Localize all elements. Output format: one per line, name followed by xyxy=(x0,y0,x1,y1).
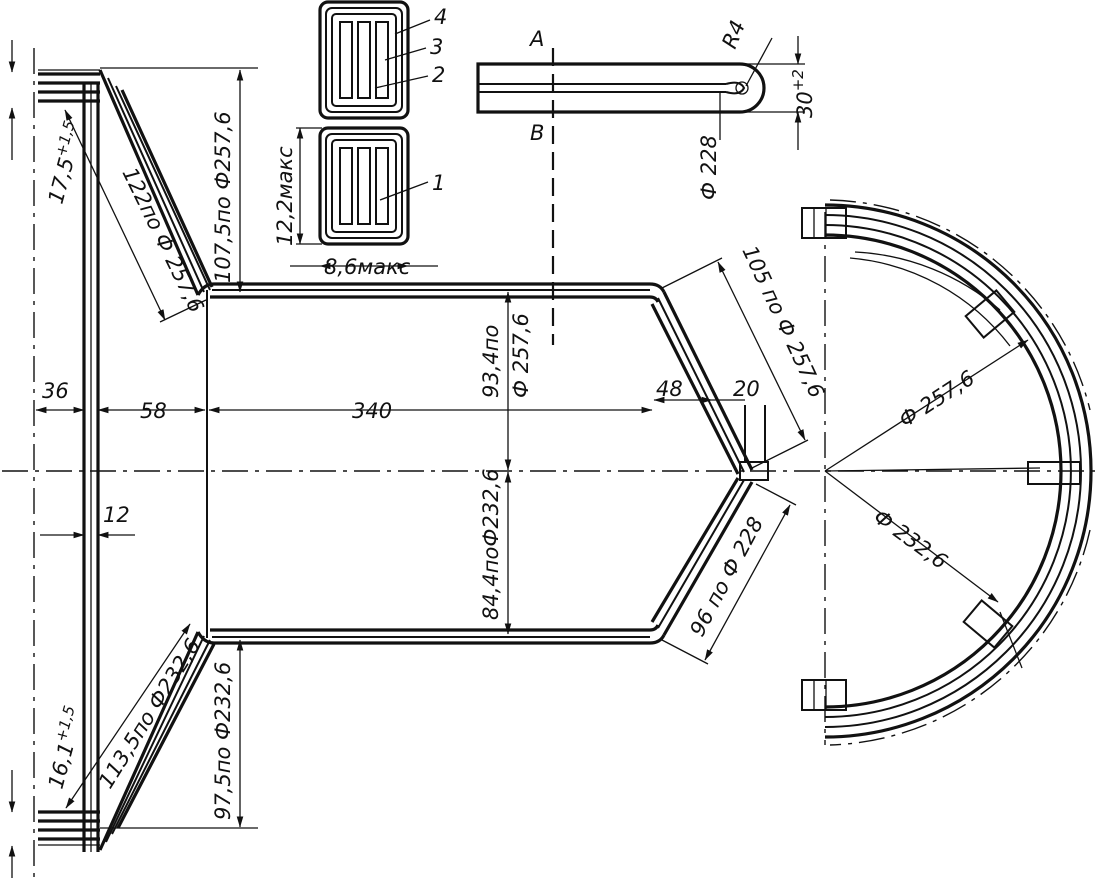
dim-inner-lower: 84,4поФ232,6 xyxy=(479,468,503,620)
dim-58: 58 xyxy=(140,399,167,423)
upper-left-slant xyxy=(98,69,214,296)
part-4: 4 xyxy=(434,5,447,29)
dim-lower-vertical: 97,5по Ф232,6 xyxy=(211,662,235,820)
part-1: 1 xyxy=(432,171,445,195)
dim-tol-bottom: 16,1+1,5 xyxy=(40,704,89,792)
dim-12: 12 xyxy=(103,503,130,527)
dim-inner-upper: 93,4по xyxy=(479,325,503,398)
section-label-a: А xyxy=(528,27,544,51)
dim-arc-inner: Ф 232,6 xyxy=(869,505,952,574)
dim-20: 20 xyxy=(733,377,760,401)
center-axes xyxy=(2,48,1098,880)
dim-tol-top: 17,5+1,5 xyxy=(40,119,89,207)
inset-width: 8,6макс xyxy=(324,255,411,279)
bottom-lead-strands xyxy=(38,810,100,846)
dim-340: 340 xyxy=(352,399,392,423)
dim-radius-r4: R4 xyxy=(717,17,750,52)
dim-arc-outer: Ф 257,6 xyxy=(895,366,979,432)
dim-phi-228: Ф 228 xyxy=(697,135,721,200)
cross-section-inset xyxy=(290,0,438,270)
inset-height: 12,2макс xyxy=(273,146,297,246)
top-straight-bar xyxy=(196,282,666,303)
dim-inner-upper-sub: Ф 257,6 xyxy=(509,313,533,398)
section-label-b: В xyxy=(530,121,544,145)
dim-48: 48 xyxy=(656,377,683,401)
bottom-straight-bar xyxy=(196,624,666,645)
part-2: 2 xyxy=(432,63,445,87)
section-view-ab xyxy=(476,36,805,150)
dim-gap-30: 30+2 xyxy=(789,69,817,118)
dim-36: 36 xyxy=(42,379,69,403)
nose-clamp xyxy=(739,461,769,481)
part-3: 3 xyxy=(430,35,443,59)
dim-upper-vertical: 107,5по Ф257,6 xyxy=(211,111,235,283)
end-view-arc xyxy=(801,199,1093,746)
dimension-lines xyxy=(8,40,809,878)
top-lead-strands xyxy=(38,69,100,103)
